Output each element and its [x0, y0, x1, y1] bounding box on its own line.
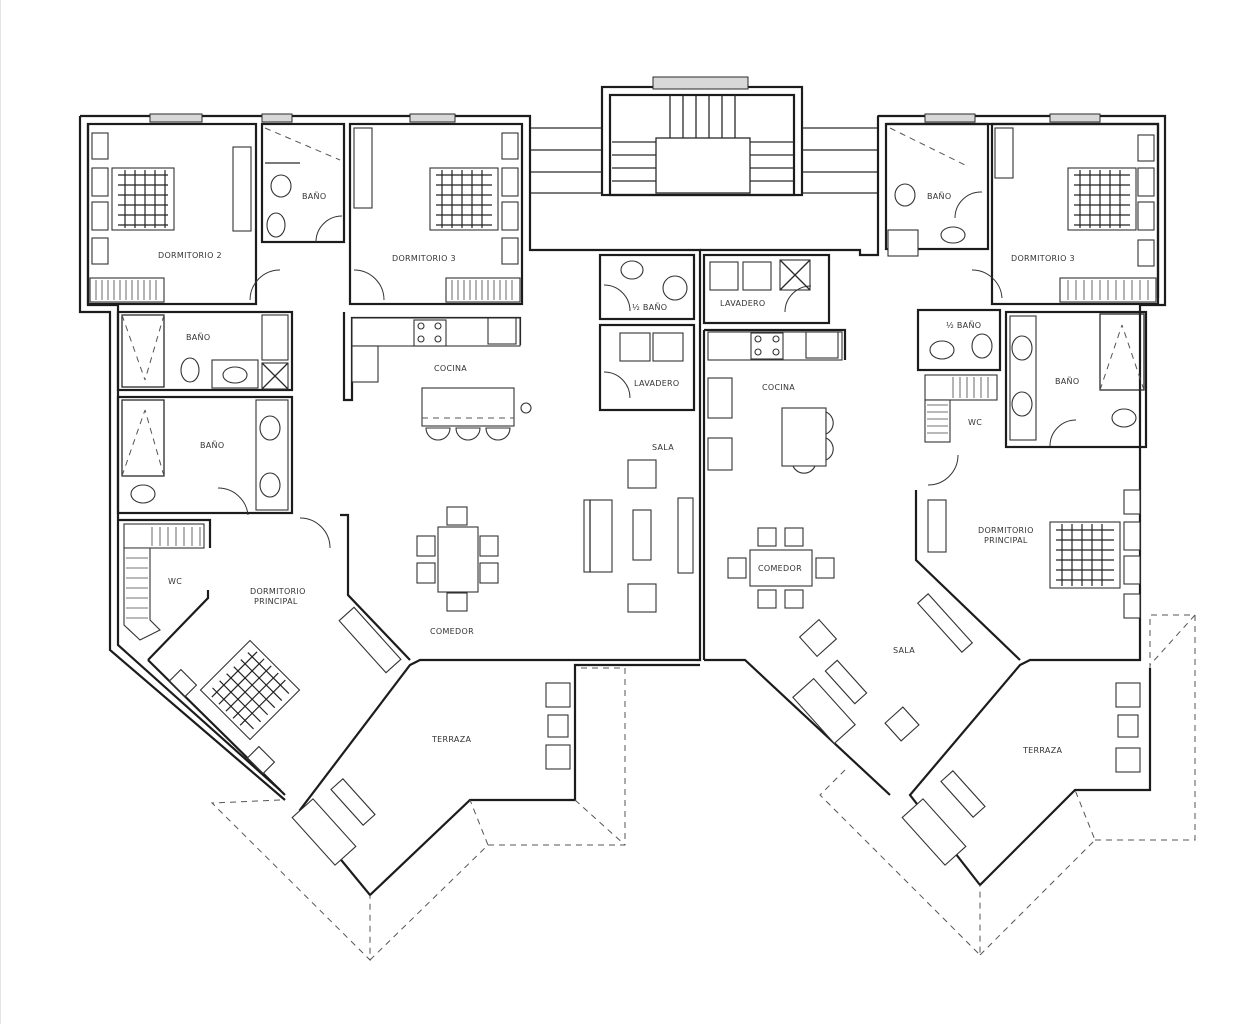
label-dormitorio-2: DORMITORIO 2: [158, 251, 222, 260]
right-unit: [700, 113, 1196, 957]
label-cocina-right: COCINA: [762, 383, 795, 392]
label-bano-shared-left: BAÑO: [302, 191, 326, 201]
label-bano-shared-right: BAÑO: [927, 191, 951, 201]
label-bano-hall-left: BAÑO: [186, 332, 210, 342]
label-wc-left: WC: [168, 577, 182, 586]
label-terraza-right: TERRAZA: [1022, 746, 1062, 755]
stair-core: [529, 76, 879, 250]
label-comedor-right: COMEDOR: [758, 564, 802, 573]
label-medio-bano-left: ½ BAÑO: [632, 302, 667, 312]
label-terraza-left: TERRAZA: [431, 735, 471, 744]
label-dormitorio-principal-left-1: DORMITORIO: [250, 587, 306, 596]
label-lavadero-right: LAVADERO: [720, 299, 766, 308]
label-dormitorio-3-left: DORMITORIO 3: [392, 254, 456, 263]
label-medio-bano-right: ½ BAÑO: [946, 320, 981, 330]
label-wc-right: WC: [968, 418, 982, 427]
label-sala-left: SALA: [652, 443, 674, 452]
label-cocina-left: COCINA: [434, 364, 467, 373]
image-edge: [0, 0, 1, 1024]
label-lavadero-left: LAVADERO: [634, 379, 680, 388]
label-comedor-left: COMEDOR: [430, 627, 474, 636]
label-bano-master-left: BAÑO: [200, 440, 224, 450]
label-dormitorio-3-right: DORMITORIO 3: [1011, 254, 1075, 263]
label-sala-right: SALA: [893, 646, 915, 655]
label-dormitorio-principal-right-1: DORMITORIO: [978, 526, 1034, 535]
label-dormitorio-principal-right-2: PRINCIPAL: [984, 536, 1028, 545]
left-unit: [78, 113, 702, 962]
room-labels: DORMITORIO 2 BAÑO DORMITORIO 3 BAÑO BAÑO…: [158, 191, 1079, 755]
label-dormitorio-principal-left-2: PRINCIPAL: [254, 597, 298, 606]
label-bano-master-right: BAÑO: [1055, 376, 1079, 386]
